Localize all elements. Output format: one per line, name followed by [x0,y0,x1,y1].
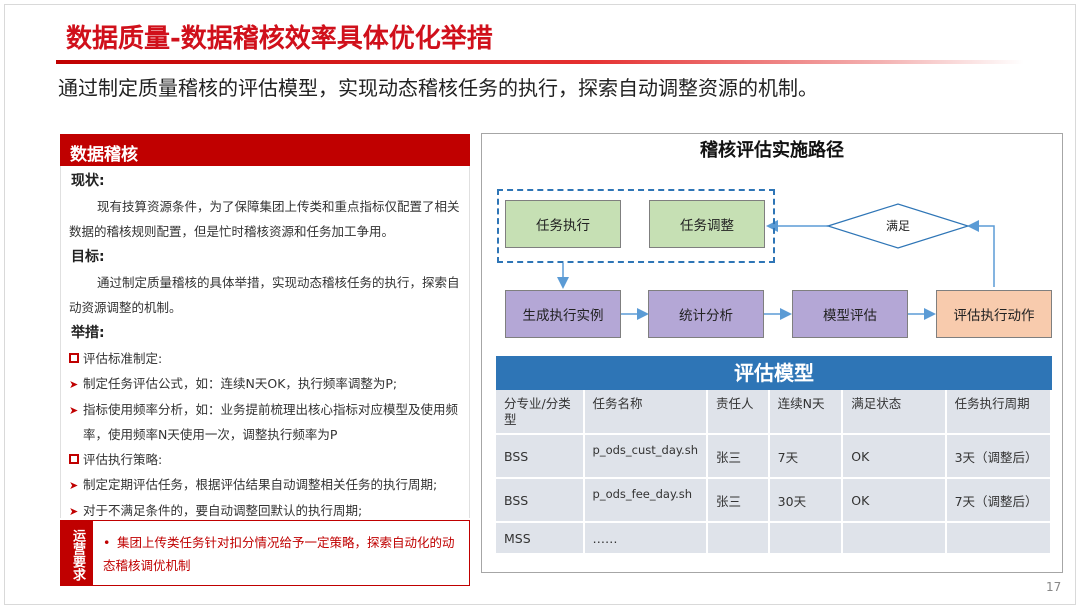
goal-heading: 目标: [71,249,105,265]
table-cell: 张三 [706,434,770,479]
title-divider [56,60,1024,64]
table-row: MSS…… [496,522,1053,555]
arrow-bullet-icon: ➤ [69,479,79,492]
measure-item: ➤ 对于不满足条件的，要自动调整回默认的执行周期; [69,498,461,524]
node-model-eval: 模型评估 [792,290,908,338]
measure-item-text: 对于不满足条件的，要自动调整回默认的执行周期; [83,503,363,518]
satisfy-diamond [825,203,971,249]
square-bullet-icon [69,346,83,371]
slide-border [4,4,1076,605]
table-header-cell: 任务名称 [583,390,708,435]
audit-panel: 数据稽核 现状: 现有技算资源条件，为了保障集团上传类和重点指标仅配置了相关数据… [60,134,470,518]
evaluation-path-title: 稽核评估实施路径 [482,136,1062,162]
table-cell: 7天 [768,434,844,479]
measures-list: 评估标准制定: ➤ 制定任务评估公式，如：连续N天OK，执行频率调整为P; ➤ 指标使用… [69,346,461,524]
table-header-cell: 满足状态 [842,390,947,435]
measure-item-text: 评估标准制定: [83,351,163,366]
table-cell: …… [583,522,708,555]
table-cell: BSS [496,434,585,479]
measure-item-text: 指标使用频率分析，如：业务提前梳理出核心指标对应模型及使用频率，使用频率N天使用… [83,402,459,442]
page-number: 17 [1046,580,1062,594]
table-cell: 3天（调整后） [945,434,1053,479]
table-cell [945,522,1053,555]
measure-item: ➤ 制定任务评估公式，如：连续N天OK，执行频率调整为P; [69,371,461,397]
node-task-exec: 任务执行 [505,200,621,248]
ops-requirement-box: 运营要求 •集团上传类任务针对扣分情况给予一定策略，探索自动化的动态稽核调优机制 [60,520,470,586]
node-task-adjust: 任务调整 [649,200,765,248]
task-group-dashed-box [497,189,775,263]
table-cell: BSS [496,478,585,523]
measure-item: 评估执行策略: [69,447,461,472]
table-cell: 张三 [706,478,770,523]
node-gen-instance: 生成执行实例 [505,290,621,338]
table-cell [842,522,947,555]
table-header-cell: 连续N天 [768,390,844,435]
table-cell: p_ods_fee_day.sh [583,478,708,523]
measure-item: ➤ 指标使用频率分析，如：业务提前梳理出核心指标对应模型及使用频率，使用频率N天使… [69,397,461,447]
table-cell: MSS [496,522,585,555]
arrow-bullet-icon: ➤ [69,505,79,518]
satisfy-label: 满足 [886,219,910,233]
audit-panel-body: 现状: 现有技算资源条件，为了保障集团上传类和重点指标仅配置了相关数据的稽核规则… [60,166,470,518]
measure-item-text: 制定任务评估公式，如：连续N天OK，执行频率调整为P; [83,376,398,391]
table-cell: 7天（调整后） [945,478,1053,523]
table-cell [768,522,844,555]
bullet-dot-icon: • [103,535,111,550]
node-stat: 统计分析 [648,290,764,338]
ops-requirement-tag: 运营要求 [61,521,93,585]
measure-item-text: 评估执行策略: [83,452,163,467]
measure-item-text: 制定定期评估任务，根据评估结果自动调整相关任务的执行周期; [83,477,438,492]
arrow-action-to-satisfy [967,220,995,287]
status-heading: 现状: [71,173,105,189]
ops-requirement-text: •集团上传类任务针对扣分情况给予一定策略，探索自动化的动态稽核调优机制 [103,531,463,577]
arrow-bullet-icon: ➤ [69,378,79,391]
table-cell: OK [842,478,947,523]
flow-connectors: 满足 [557,203,995,320]
page-title: 数据质量-数据稽核效率具体优化举措 [66,24,493,54]
arrow-bullet-icon: ➤ [69,404,79,417]
table-header-cell: 分专业/分类型 [496,390,585,435]
evaluation-path-panel: 稽核评估实施路径 满足 任务执行 任务调整 生成执行实例 统计分析 模型评估 评… [481,133,1063,573]
node-eval-action: 评估执行动作 [936,290,1052,338]
measure-item: ➤ 制定定期评估任务，根据评估结果自动调整相关任务的执行周期; [69,472,461,498]
table-cell: OK [842,434,947,479]
table-header-cell: 责任人 [706,390,770,435]
page-subtitle: 通过制定质量稽核的评估模型，实现动态稽核任务的执行，探索自动调整资源的机制。 [58,76,818,100]
measure-item: 评估标准制定: [69,346,461,371]
measures-heading: 举措: [71,325,105,341]
eval-model-banner: 评估模型 [496,356,1052,390]
table-cell: 30天 [768,478,844,523]
table-cell [706,522,770,555]
status-text: 现有技算资源条件，为了保障集团上传类和重点指标仅配置了相关数据的稽核规则配置，但… [69,199,460,239]
table-cell: p_ods_cust_day.sh [583,434,708,479]
table-header-row: 分专业/分类型任务名称责任人连续N天满足状态任务执行周期 [496,390,1053,435]
goal-text: 通过制定质量稽核的具体举措，实现动态稽核任务的执行，探索自动资源调整的机制。 [69,275,460,315]
audit-panel-header: 数据稽核 [60,134,470,166]
square-bullet-icon [69,447,83,472]
table-header-cell: 任务执行周期 [945,390,1053,435]
